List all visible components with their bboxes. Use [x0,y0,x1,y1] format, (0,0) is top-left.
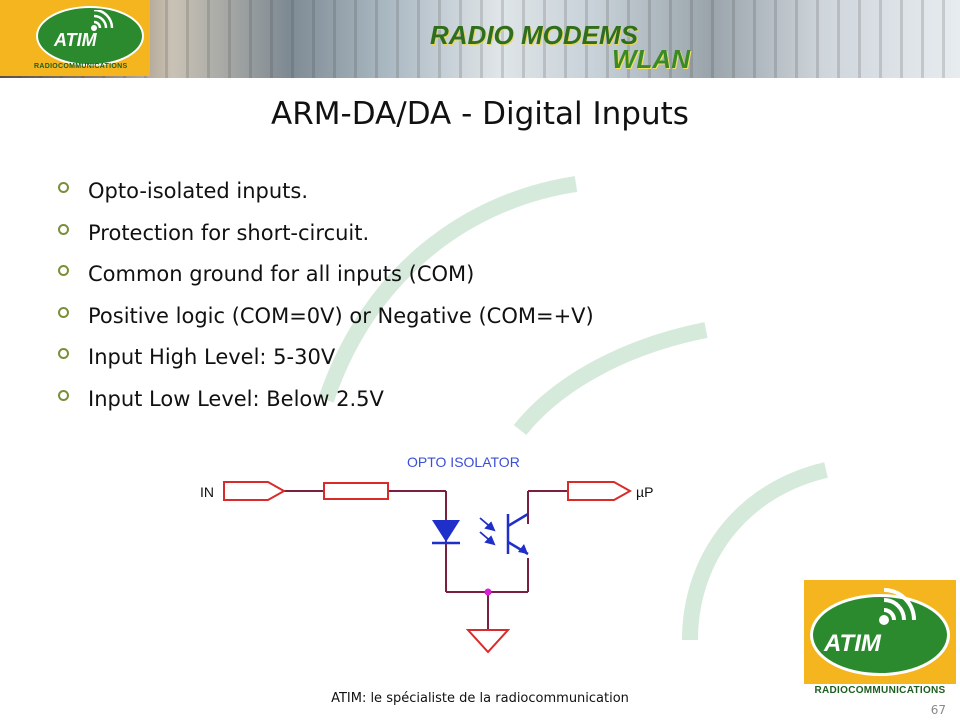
list-item: Opto-isolated inputs. [58,175,594,217]
banner-title-radio-modems: RADIO MODEMS [430,20,638,50]
feature-list: Opto-isolated inputs. Protection for sho… [58,175,594,424]
radio-waves-icon [91,10,114,31]
list-item-text: Positive logic (COM=0V) or Negative (COM… [88,303,594,328]
banner-photo-strip [0,0,960,78]
input-connector-icon [223,481,287,501]
list-item-text: Opto-isolated inputs. [88,179,309,203]
list-item-text: Input High Level: 5-30V [88,345,336,369]
output-connector-icon [567,481,633,501]
page-number: 67 [930,703,946,717]
list-item-text: Input Low Level: Below 2.5V [88,386,384,411]
header-banner: ATIM RADIOCOMMUNICATIONS RADIO MODEMS WL… [0,0,960,78]
bullet-marker-icon [58,306,69,318]
junction-dot [484,588,492,596]
light-arrows-icon [479,517,496,546]
input-label: IN [200,484,214,500]
phototransistor-icon [506,512,529,556]
logo-text: ATIM [824,630,881,657]
bullet-marker-icon [58,389,69,401]
schematic-wires [284,490,568,630]
logo-text: ATIM [54,30,97,50]
list-item: Positive logic (COM=0V) or Negative (COM… [58,300,594,342]
list-item: Common ground for all inputs (COM) [58,258,594,300]
list-item: Input Low Level: Below 2.5V [58,383,594,425]
logo-ellipse [810,594,950,676]
logo-tagline: RADIOCOMMUNICATIONS [814,685,946,696]
bullet-marker-icon [58,223,69,235]
output-label: µP [636,484,653,500]
bullet-marker-icon [58,348,69,359]
list-item-text: Protection for short-circuit. [88,220,370,245]
opto-isolator-schematic: OPTO ISOLATOR IN µP [200,454,653,654]
atim-logo-large: ATIM RADIOCOMMUNICATIONS [804,580,956,700]
banner-title-wlan: WLAN [612,44,690,74]
logo-tagline: RADIOCOMMUNICATIONS [34,63,128,70]
bullet-marker-icon [58,182,69,193]
atim-logo-small: ATIM [36,6,144,66]
radio-waves-icon [879,588,916,625]
list-item: Input High Level: 5-30V [58,341,594,383]
slide-title: ARM-DA/DA - Digital Inputs [271,96,689,132]
ground-icon [465,629,511,654]
led-icon [432,520,460,545]
footer-text: ATIM: le spécialiste de la radiocommunic… [331,691,629,706]
bullet-marker-icon [58,265,69,276]
schematic-title: OPTO ISOLATOR [407,454,520,470]
resistor-icon [323,482,389,500]
list-item-text: Common ground for all inputs (COM) [88,262,475,286]
list-item: Protection for short-circuit. [58,217,594,259]
